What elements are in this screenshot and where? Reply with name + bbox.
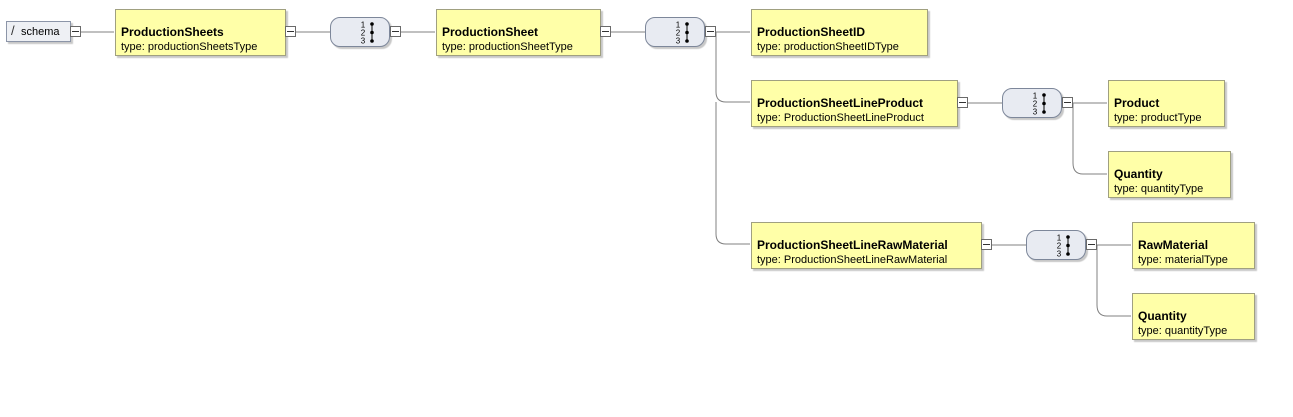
element-production-sheet[interactable]: ProductionSheet type: productionSheetTyp…: [436, 9, 601, 56]
element-name: Product: [1114, 96, 1160, 110]
sequence-icon: 1 2 3: [1057, 234, 1070, 259]
sequence-icon: 1 2 3: [1033, 92, 1046, 117]
element-name: ProductionSheets: [121, 25, 224, 39]
seq-digit: 3: [361, 37, 366, 46]
element-name: Quantity: [1114, 167, 1163, 181]
seq-digit: 2: [676, 29, 681, 38]
element-name: RawMaterial: [1138, 238, 1209, 252]
sequence-4-collapse-toggle[interactable]: [1086, 239, 1097, 250]
sequence-compositor-4[interactable]: 1 2 3: [1026, 230, 1086, 260]
element-production-sheet-line-product[interactable]: ProductionSheetLineProduct type: Product…: [751, 80, 958, 127]
seq-digit: 1: [676, 21, 681, 30]
sequence-icon: 1 2 3: [676, 21, 689, 46]
element-name: Quantity: [1138, 309, 1187, 323]
element-quantity-product[interactable]: Quantity type: quantityType: [1108, 151, 1231, 198]
element-type: type: ProductionSheetLineRawMaterial: [757, 254, 948, 266]
seq-digit: 1: [1057, 234, 1062, 243]
sequence-2-collapse-toggle[interactable]: [705, 26, 716, 37]
element-type: type: productionSheetsType: [121, 41, 258, 53]
seq-digit: 1: [1033, 92, 1038, 101]
sequence-compositor-2[interactable]: 1 2 3: [645, 17, 705, 47]
seq-digit: 2: [1057, 242, 1062, 251]
element-production-sheets[interactable]: ProductionSheets type: productionSheetsT…: [115, 9, 286, 56]
production-sheets-collapse-toggle[interactable]: [285, 26, 296, 37]
element-type: type: materialType: [1138, 254, 1228, 266]
seq-digit: 3: [1057, 250, 1062, 259]
element-raw-material[interactable]: RawMaterial type: materialType: [1132, 222, 1255, 269]
root-slash-icon: /: [11, 23, 15, 38]
element-name: ProductionSheetID: [757, 25, 866, 39]
sequence-icon: 1 2 3: [361, 21, 374, 46]
element-production-sheet-id[interactable]: ProductionSheetID type: productionSheetI…: [751, 9, 928, 56]
element-type: type: productionSheetIDType: [757, 41, 899, 53]
sequence-3-collapse-toggle[interactable]: [1062, 97, 1073, 108]
production-sheet-collapse-toggle[interactable]: [600, 26, 611, 37]
element-name: ProductionSheetLineRawMaterial: [757, 238, 948, 252]
element-quantity-raw-material[interactable]: Quantity type: quantityType: [1132, 293, 1255, 340]
element-name: ProductionSheet: [442, 25, 539, 39]
line-raw-material-collapse-toggle[interactable]: [981, 239, 992, 250]
element-type: type: ProductionSheetLineProduct: [757, 112, 924, 124]
seq-digit: 3: [1033, 108, 1038, 117]
schema-root-node[interactable]: / schema: [6, 21, 71, 42]
sequence-compositor-3[interactable]: 1 2 3: [1002, 88, 1062, 118]
element-type: type: quantityType: [1138, 325, 1228, 337]
sequence-1-collapse-toggle[interactable]: [390, 26, 401, 37]
seq-digit: 1: [361, 21, 366, 30]
element-name: ProductionSheetLineProduct: [757, 96, 924, 110]
element-production-sheet-line-raw-material[interactable]: ProductionSheetLineRawMaterial type: Pro…: [751, 222, 982, 269]
sequence-compositor-1[interactable]: 1 2 3: [330, 17, 390, 47]
seq-digit: 3: [676, 37, 681, 46]
seq-digit: 2: [1033, 100, 1038, 109]
element-type: type: productionSheetType: [442, 41, 573, 53]
line-product-collapse-toggle[interactable]: [957, 97, 968, 108]
schema-collapse-toggle[interactable]: [70, 26, 81, 37]
schema-label: schema: [21, 26, 60, 38]
element-type: type: quantityType: [1114, 183, 1204, 195]
element-product[interactable]: Product type: productType: [1108, 80, 1225, 127]
element-type: type: productType: [1114, 112, 1202, 124]
seq-digit: 2: [361, 29, 366, 38]
